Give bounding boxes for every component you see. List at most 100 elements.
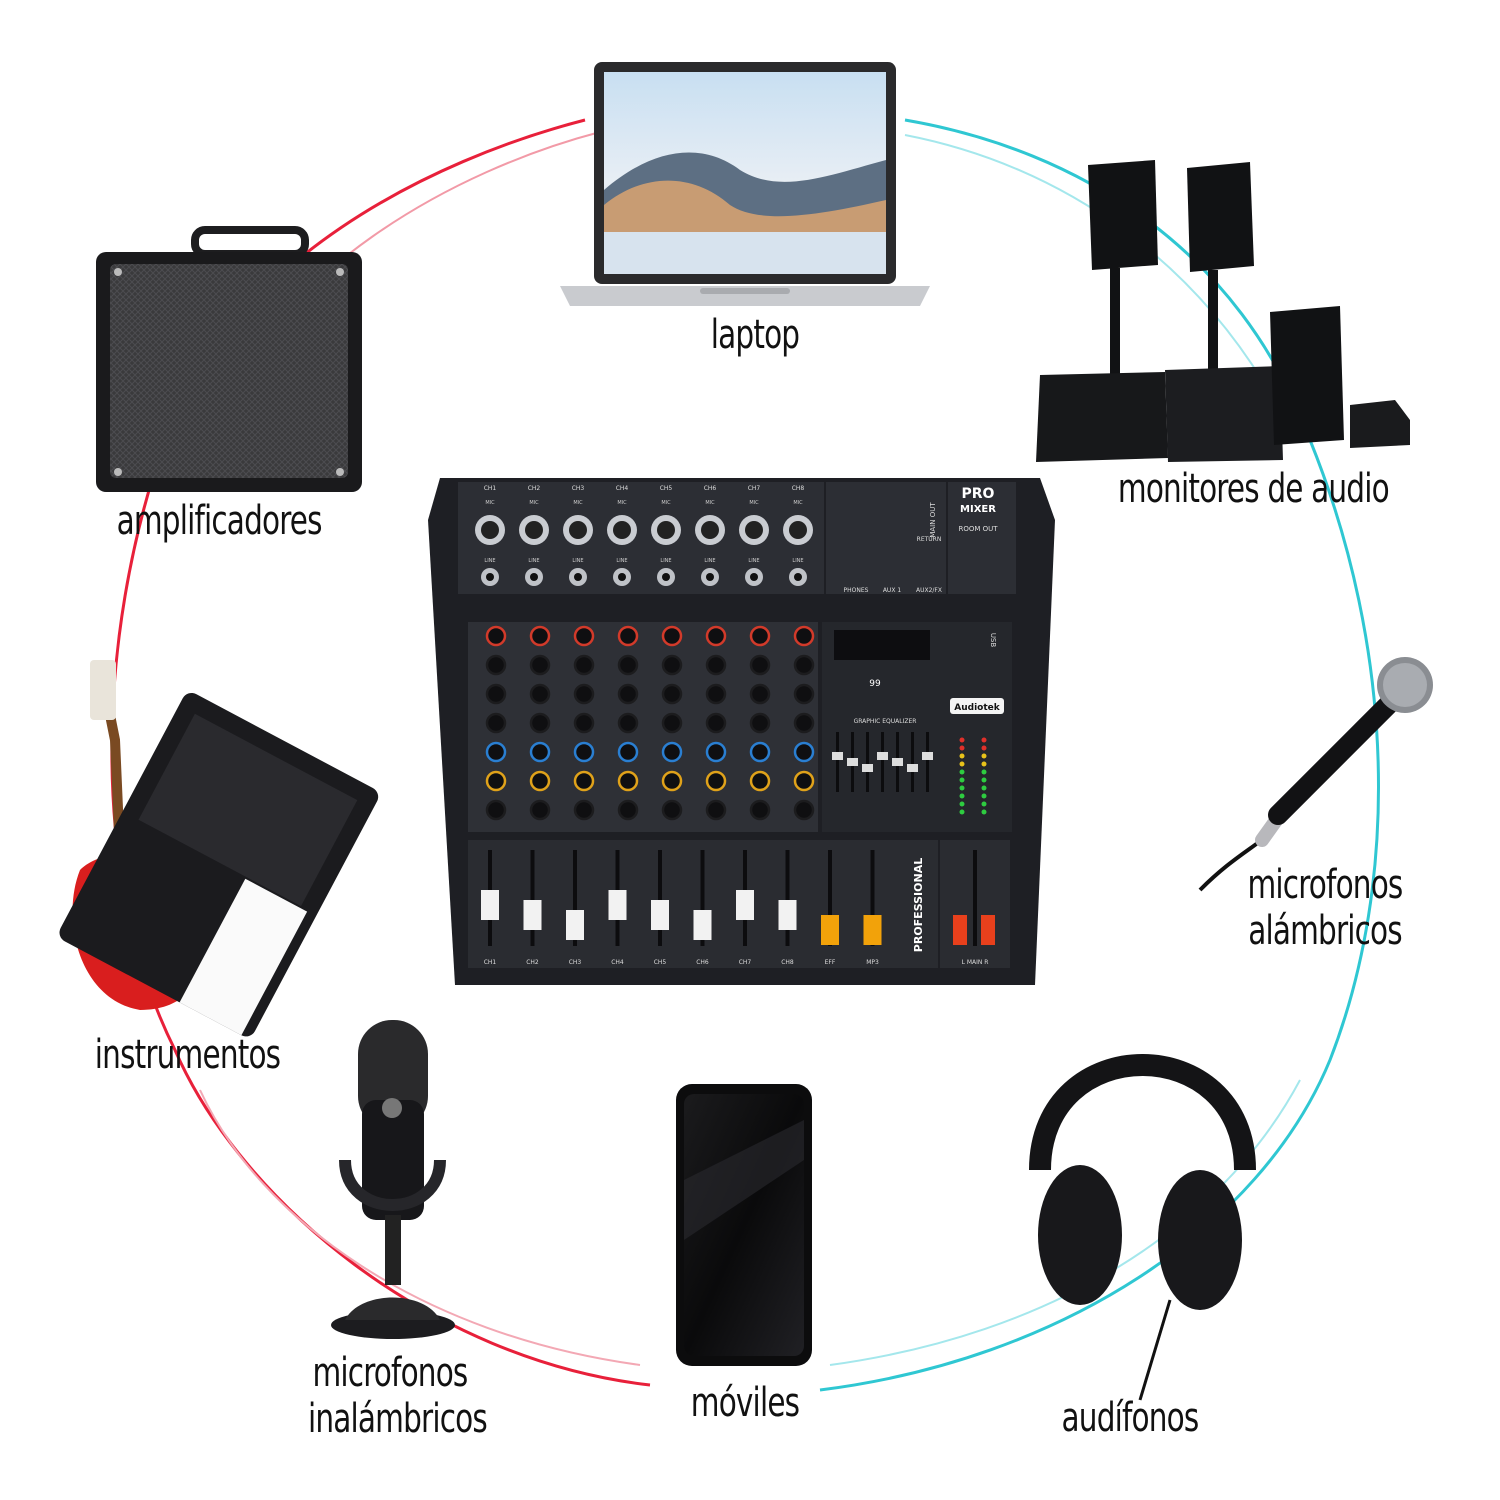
mixer-side-text: PROFESSIONAL — [912, 858, 925, 952]
line-label: LINE — [616, 558, 627, 564]
channel-knob — [705, 712, 727, 734]
level-led-right — [981, 777, 987, 783]
line-jack-hole — [618, 573, 626, 581]
fader-cap-right — [981, 915, 995, 945]
mixer-controls: CH1MICLINECH2MICLINECH3MICLINECH4MICLINE… — [475, 485, 995, 966]
label-wireless-mics-line2: inalámbricos — [308, 1396, 488, 1442]
label-wired-mics: microfonos alámbricos — [1243, 862, 1407, 954]
level-led-left — [959, 737, 965, 743]
mixer-return: RETURN — [917, 536, 942, 543]
fader-label: CH8 — [781, 959, 794, 966]
laptop-image — [560, 62, 930, 306]
channel-knob — [573, 654, 595, 676]
channel-knob — [617, 654, 639, 676]
channel-knob — [485, 625, 507, 647]
arc-red-lower-inner — [199, 1089, 641, 1366]
channel-knob — [617, 712, 639, 734]
mic-label: MIC — [529, 500, 539, 506]
mic-label: MIC — [793, 500, 803, 506]
level-led-left — [959, 801, 965, 807]
phone-image — [676, 1084, 812, 1366]
channel-knob — [661, 741, 683, 763]
mixer-model-line1: PRO — [962, 486, 995, 502]
arc-cyan-right — [819, 118, 1381, 1392]
channel-knob — [705, 683, 727, 705]
label-instruments-text: instrumentos — [94, 1032, 281, 1078]
channel-knob — [529, 741, 551, 763]
xlr-input-hole — [481, 521, 499, 539]
fader-cap — [523, 900, 542, 930]
mixer-eq-title: GRAPHIC EQUALIZER — [854, 718, 917, 725]
wired-mic-image — [1198, 657, 1433, 892]
channel-knob — [705, 654, 727, 676]
level-led-right — [981, 785, 987, 791]
fader-cap — [778, 900, 797, 930]
level-led-left — [959, 777, 965, 783]
channel-knob — [793, 770, 815, 792]
mic-label: MIC — [485, 500, 495, 506]
line-label: LINE — [748, 558, 759, 564]
xlr-input-hole — [701, 521, 719, 539]
level-led-right — [981, 793, 987, 799]
channel-knob — [485, 770, 507, 792]
mixer-brand: Audiotek — [954, 703, 1000, 713]
fader-label: CH4 — [611, 959, 624, 966]
mic-label: MIC — [661, 500, 671, 506]
level-led-left — [959, 769, 965, 775]
channel-knob — [573, 741, 595, 763]
channel-knob — [573, 770, 595, 792]
usb-mic-image — [331, 1020, 455, 1339]
channel-knob — [485, 799, 507, 821]
label-laptop-text: laptop — [710, 312, 800, 358]
channel-knob — [529, 625, 551, 647]
fader-label: CH6 — [696, 959, 709, 966]
fader-cap — [736, 890, 754, 920]
level-led-right — [981, 769, 987, 775]
channel-knob — [749, 770, 771, 792]
level-led-left — [959, 753, 965, 759]
channel-knob — [529, 712, 551, 734]
fader-track — [785, 850, 790, 946]
eq-slider-track — [881, 732, 884, 792]
amplifier-image — [96, 226, 362, 492]
fader-track — [973, 850, 977, 946]
label-monitors: monitores de audio — [1117, 466, 1390, 512]
level-led-left — [959, 745, 965, 751]
channel-knob — [485, 741, 507, 763]
channel-knob — [705, 770, 727, 792]
fader-track — [658, 850, 662, 946]
channel-knob — [661, 770, 683, 792]
label-wired-mics-line1: microfonos — [1247, 862, 1403, 908]
eq-slider-cap — [922, 752, 933, 760]
fader-label: CH2 — [526, 959, 539, 966]
fader-track — [530, 850, 535, 946]
fader-cap — [608, 890, 627, 920]
channel-knob — [793, 799, 815, 821]
channel-knob — [485, 712, 507, 734]
channel-header-label: CH5 — [660, 485, 673, 492]
eq-slider-track — [866, 732, 869, 792]
channel-knob — [749, 654, 771, 676]
channel-knob — [617, 770, 639, 792]
line-label: LINE — [484, 558, 495, 564]
xlr-input-hole — [525, 521, 543, 539]
speakers-image — [1036, 160, 1410, 462]
label-wireless-mics-line1: microfonos — [312, 1350, 468, 1396]
fader-track — [828, 850, 832, 946]
mixer-aux1: AUX 1 — [883, 587, 902, 594]
level-led-right — [981, 745, 987, 751]
label-headphones-text: audífonos — [1061, 1395, 1200, 1441]
line-jack-hole — [530, 573, 538, 581]
channel-header-label: CH4 — [616, 485, 629, 492]
channel-header-label: CH1 — [484, 485, 497, 492]
channel-knob — [529, 799, 551, 821]
xlr-input-hole — [745, 521, 763, 539]
channel-knob — [529, 770, 551, 792]
label-monitors-text: monitores de audio — [1117, 466, 1390, 512]
mic-label: MIC — [749, 500, 759, 506]
mixer-aux2: AUX2/FX — [916, 587, 942, 594]
channel-header-label: CH2 — [528, 485, 541, 492]
label-laptop: laptop — [706, 312, 804, 358]
channel-knob — [705, 625, 727, 647]
